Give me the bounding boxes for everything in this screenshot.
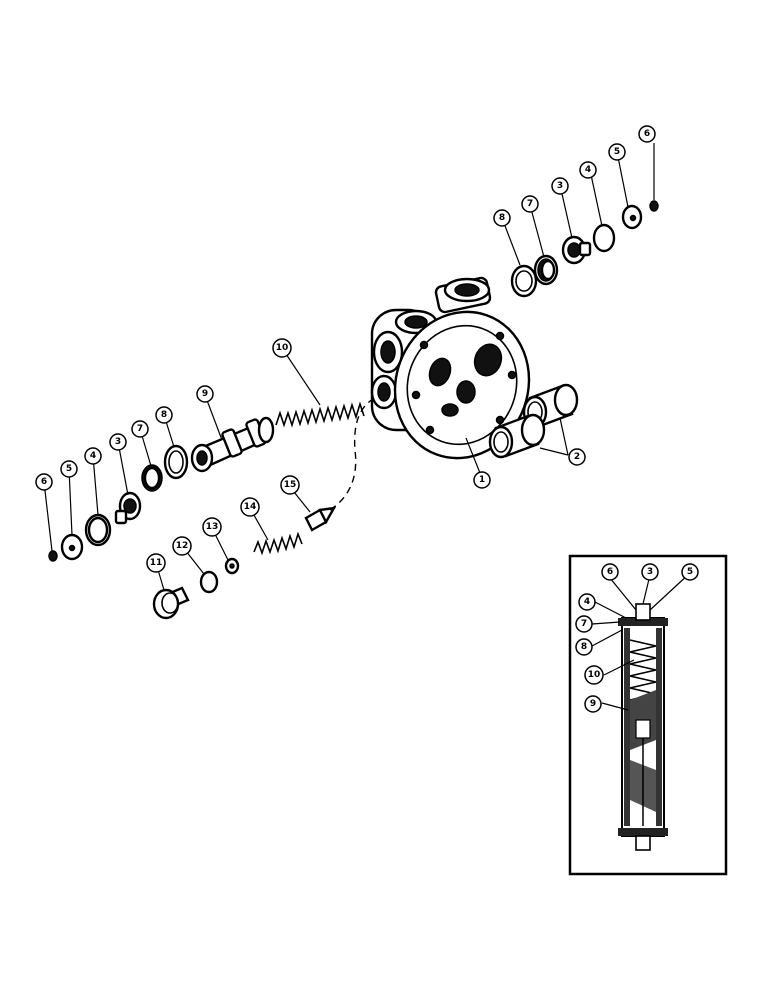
right-seal-stack (510, 200, 659, 298)
svg-text:8: 8 (161, 410, 167, 420)
svg-text:6: 6 (644, 129, 650, 139)
svg-text:2: 2 (574, 452, 580, 462)
svg-text:6: 6 (41, 477, 47, 487)
svg-text:13: 13 (206, 522, 219, 532)
inset-callout-3: 3 (641, 563, 659, 581)
callout-5-left: 5 (60, 460, 78, 478)
callout-9: 9 (196, 385, 214, 403)
svg-text:8: 8 (581, 642, 587, 652)
svg-text:5: 5 (687, 567, 693, 577)
callout-7-right: 7 (521, 195, 539, 213)
left-spool-assembly (48, 401, 365, 562)
inset-callout-7: 7 (575, 615, 593, 633)
relief-valve-parts (152, 506, 337, 620)
svg-text:3: 3 (115, 437, 121, 447)
svg-text:5: 5 (66, 464, 72, 474)
bushings (488, 383, 579, 459)
valve-body (370, 276, 531, 460)
callout-12: 12 (172, 536, 192, 556)
svg-text:5: 5 (614, 147, 620, 157)
callout-6-left: 6 (35, 473, 53, 491)
svg-text:7: 7 (527, 199, 533, 209)
dashed-connector (329, 397, 376, 511)
callout-15: 15 (280, 475, 300, 495)
svg-text:10: 10 (588, 670, 601, 680)
svg-text:7: 7 (137, 424, 143, 434)
callout-2: 2 (568, 448, 586, 466)
callout-3-right: 3 (551, 177, 569, 195)
svg-text:3: 3 (647, 567, 653, 577)
inset-callout-4: 4 (578, 593, 596, 611)
callout-1: 1 (473, 471, 491, 489)
svg-text:10: 10 (276, 343, 289, 353)
svg-text:6: 6 (607, 567, 613, 577)
inset-callout-8: 8 (575, 638, 593, 656)
inset-cross-section (568, 554, 728, 876)
svg-text:4: 4 (90, 451, 96, 461)
svg-text:9: 9 (590, 699, 596, 709)
svg-text:11: 11 (150, 558, 163, 568)
svg-text:15: 15 (284, 480, 297, 490)
svg-text:8: 8 (499, 213, 505, 223)
inset-callout-10: 10 (584, 665, 604, 685)
callout-14: 14 (240, 497, 260, 517)
callout-5-right: 5 (608, 143, 626, 161)
svg-text:12: 12 (176, 541, 189, 551)
svg-text:9: 9 (202, 389, 208, 399)
callout-6-right: 6 (638, 125, 656, 143)
svg-text:4: 4 (585, 165, 591, 175)
inset-callout-5: 5 (681, 563, 699, 581)
leader-lines (43, 143, 655, 591)
callout-10: 10 (272, 338, 292, 358)
svg-text:1: 1 (479, 475, 485, 485)
svg-text:14: 14 (244, 502, 257, 512)
inset-callout-9: 9 (584, 695, 602, 713)
callout-4-left: 4 (84, 447, 102, 465)
callout-8-left: 8 (155, 406, 173, 424)
callout-7-left: 7 (131, 420, 149, 438)
svg-text:7: 7 (581, 619, 587, 629)
inset-callout-6: 6 (601, 563, 619, 581)
callout-13: 13 (202, 517, 222, 537)
callout-11: 11 (146, 553, 166, 573)
callout-3-left: 3 (109, 433, 127, 451)
callout-4-right: 4 (579, 161, 597, 179)
svg-text:3: 3 (557, 181, 563, 191)
callout-8-right: 8 (493, 209, 511, 227)
svg-text:4: 4 (584, 597, 590, 607)
